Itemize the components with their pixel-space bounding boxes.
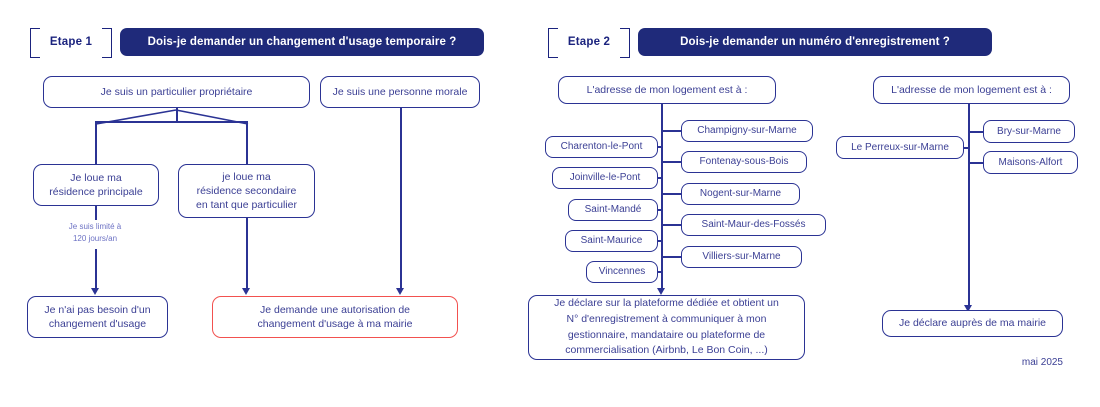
city-bry-sur-marne[interactable]: Bry-sur-Marne (983, 120, 1075, 143)
connector-saint-maur (661, 224, 683, 226)
city-vincennes-label: Vincennes (598, 266, 646, 278)
connector-joinville (656, 177, 663, 179)
node-residence-secondaire-label: je loue ma résidence secondaire en tant … (196, 170, 297, 212)
node-adresse-logement-b[interactable]: L'adresse de mon logement est à : (873, 76, 1070, 104)
spine-branch-a (661, 104, 663, 290)
connector-principale-down-1 (95, 206, 97, 220)
arrow-branch-a-outcome (657, 288, 665, 295)
connector-saint-maurice (656, 240, 663, 242)
document-footnote: mai 2025 (1021, 357, 1063, 368)
step-1-label-wrapper: Etape 1 (30, 28, 112, 58)
arrow-to-pas-besoin (91, 288, 99, 295)
node-particulier-proprietaire-label: Je suis un particulier propriétaire (100, 85, 253, 98)
connector-particulier-stem (176, 108, 178, 122)
city-le-perreux-sur-marne[interactable]: Le Perreux-sur-Marne (836, 136, 964, 159)
node-personne-morale-label: Je suis une personne morale (332, 85, 468, 98)
node-residence-principale-label: Je loue ma résidence principale (49, 171, 143, 198)
city-maisons-alfort[interactable]: Maisons-Alfort (983, 151, 1078, 174)
node-residence-secondaire[interactable]: je loue ma résidence secondaire en tant … (178, 164, 315, 218)
city-maisons-alfort-label: Maisons-Alfort (998, 156, 1063, 168)
bracket-right-icon (102, 28, 112, 58)
city-champigny-sur-marne-label: Champigny-sur-Marne (697, 125, 797, 137)
node-declaration-plateforme-label: Je déclare sur la plateforme dédiée et o… (554, 297, 779, 357)
arrow-to-autorisation-right (396, 288, 404, 295)
city-bry-sur-marne-label: Bry-sur-Marne (997, 125, 1061, 137)
city-fontenay-sous-bois[interactable]: Fontenay-sous-Bois (681, 151, 807, 173)
arrow-branch-b-outcome (964, 305, 972, 312)
arrow-to-autorisation-left (242, 288, 250, 295)
city-villiers-sur-marne-label: Villiers-sur-Marne (702, 251, 781, 263)
node-demande-autorisation[interactable]: Je demande une autorisation de changemen… (212, 296, 458, 338)
node-personne-morale[interactable]: Je suis une personne morale (320, 76, 480, 108)
step-2-question-text: Dois-je demander un numéro d'enregistrem… (680, 36, 950, 48)
connector-villiers (661, 256, 683, 258)
step-1-label: Etape 1 (49, 36, 93, 48)
city-saint-maurice[interactable]: Saint-Maurice (565, 230, 658, 252)
connector-secondaire-down (246, 218, 248, 290)
bracket-left-icon (30, 28, 40, 58)
step-1-question-text: Dois-je demander un changement d'usage t… (147, 36, 457, 48)
connector-to-residence-principale (95, 121, 97, 164)
connector-fontenay (661, 161, 683, 163)
node-adresse-logement-a-label: L'adresse de mon logement est à : (586, 83, 748, 96)
node-residence-principale[interactable]: Je loue ma résidence principale (33, 164, 159, 206)
step-2-label-wrapper: Etape 2 (548, 28, 630, 58)
connector-particulier-diagonals (95, 109, 249, 125)
step-1-question-banner: Dois-je demander un changement d'usage t… (120, 28, 484, 56)
city-le-perreux-sur-marne-label: Le Perreux-sur-Marne (851, 141, 949, 153)
connector-particulier-split (95, 121, 247, 123)
node-adresse-logement-a[interactable]: L'adresse de mon logement est à : (558, 76, 776, 104)
city-joinville-le-pont-label: Joinville-le-Pont (569, 172, 641, 184)
node-declaration-mairie-label: Je déclare auprès de ma mairie (898, 317, 1047, 330)
city-saint-maur-des-fosses[interactable]: Saint-Maur-des-Fossés (681, 214, 826, 236)
step-2-question-banner: Dois-je demander un numéro d'enregistrem… (638, 28, 992, 56)
city-saint-mande[interactable]: Saint-Mandé (568, 199, 658, 221)
node-adresse-logement-b-label: L'adresse de mon logement est à : (891, 83, 1052, 96)
connector-principale-down-2 (95, 249, 97, 290)
connector-le-perreux (962, 147, 970, 149)
bracket-left-icon-2 (548, 28, 558, 58)
node-particulier-proprietaire[interactable]: Je suis un particulier propriétaire (43, 76, 310, 108)
city-charenton-le-pont-label: Charenton-le-Pont (560, 141, 643, 153)
city-nogent-sur-marne-label: Nogent-sur-Marne (699, 188, 782, 200)
connector-bry (968, 131, 985, 133)
node-pas-besoin-changement[interactable]: Je n'ai pas besoin d'un changement d'usa… (27, 296, 168, 338)
connector-to-residence-secondaire (246, 121, 248, 164)
city-fontenay-sous-bois-label: Fontenay-sous-Bois (699, 156, 789, 168)
city-saint-mande-label: Saint-Mandé (584, 204, 642, 216)
city-joinville-le-pont[interactable]: Joinville-le-Pont (552, 167, 658, 189)
connector-saint-mande (656, 209, 663, 211)
annotation-limite-120-jours: Je suis limité à 120 jours/an (68, 222, 122, 243)
city-villiers-sur-marne[interactable]: Villiers-sur-Marne (681, 246, 802, 268)
spine-branch-b (968, 104, 970, 307)
connector-nogent (661, 193, 683, 195)
city-saint-maur-des-fosses-label: Saint-Maur-des-Fossés (701, 219, 806, 231)
city-champigny-sur-marne[interactable]: Champigny-sur-Marne (681, 120, 813, 142)
step-2-label: Etape 2 (567, 36, 611, 48)
city-nogent-sur-marne[interactable]: Nogent-sur-Marne (681, 183, 800, 205)
node-declaration-mairie[interactable]: Je déclare auprès de ma mairie (882, 310, 1063, 337)
node-demande-autorisation-label: Je demande une autorisation de changemen… (257, 303, 413, 330)
city-charenton-le-pont[interactable]: Charenton-le-Pont (545, 136, 658, 158)
connector-maisons-alfort (968, 162, 985, 164)
connector-vincennes (656, 271, 663, 273)
bracket-right-icon-2 (620, 28, 630, 58)
city-vincennes[interactable]: Vincennes (586, 261, 658, 283)
node-declaration-plateforme[interactable]: Je déclare sur la plateforme dédiée et o… (528, 295, 805, 360)
connector-personne-morale-down (400, 108, 402, 290)
city-saint-maurice-label: Saint-Maurice (580, 235, 643, 247)
connector-champigny (661, 130, 683, 132)
connector-charenton (656, 146, 663, 148)
node-pas-besoin-changement-label: Je n'ai pas besoin d'un changement d'usa… (44, 303, 151, 330)
